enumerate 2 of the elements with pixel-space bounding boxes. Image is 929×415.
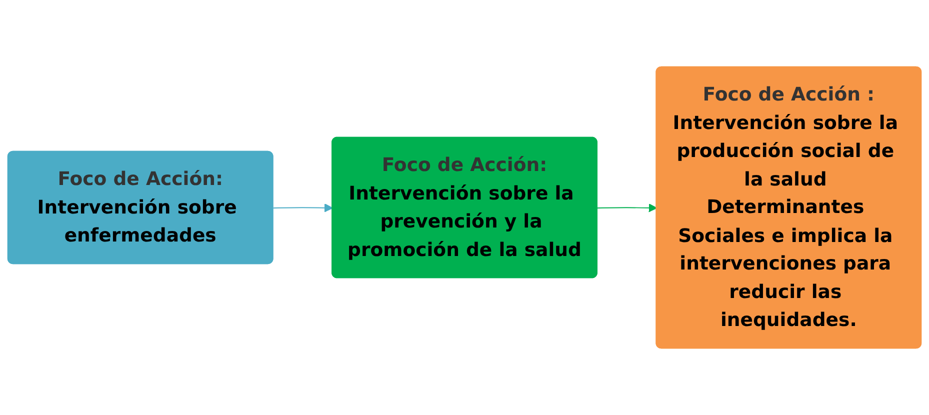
arrow — [272, 204, 333, 212]
arrow — [596, 204, 658, 212]
